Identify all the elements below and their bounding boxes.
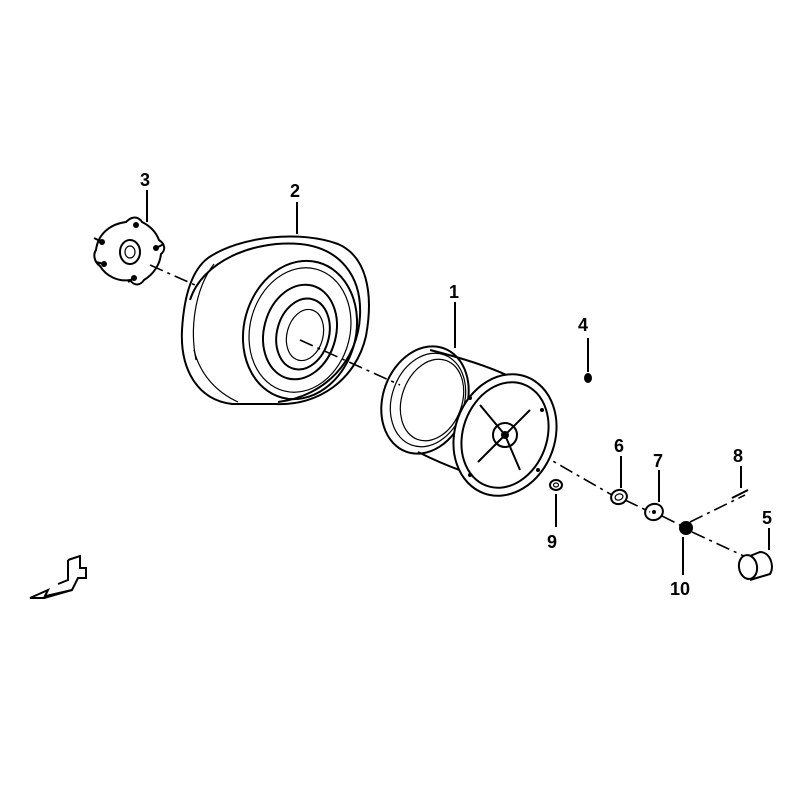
- callout-1: 1: [449, 282, 459, 302]
- callout-3: 3: [140, 170, 150, 190]
- part-castle-nut: [679, 521, 693, 535]
- part-tire: [180, 235, 370, 406]
- callout-10: 10: [670, 579, 690, 599]
- callout-4: 4: [578, 315, 588, 335]
- callout-9: 9: [547, 532, 557, 552]
- callout-leaders: [146, 190, 770, 575]
- part-cotter-pin: [731, 489, 749, 499]
- center-axis-lines: [149, 264, 747, 558]
- callout-8: 8: [733, 446, 743, 466]
- callout-5: 5: [762, 508, 772, 528]
- callout-6: 6: [614, 436, 624, 456]
- part-rim: [380, 345, 558, 497]
- part-washer: [644, 502, 664, 522]
- callout-2: 2: [290, 181, 300, 201]
- front-direction-arrow-icon: [29, 554, 87, 599]
- part-hub: [93, 216, 166, 286]
- part-nut-small: [549, 479, 563, 491]
- callout-7: 7: [653, 451, 663, 471]
- part-hub-cap: [737, 550, 773, 581]
- part-spacer-ring: [610, 488, 628, 506]
- part-valve-stem: [584, 338, 592, 383]
